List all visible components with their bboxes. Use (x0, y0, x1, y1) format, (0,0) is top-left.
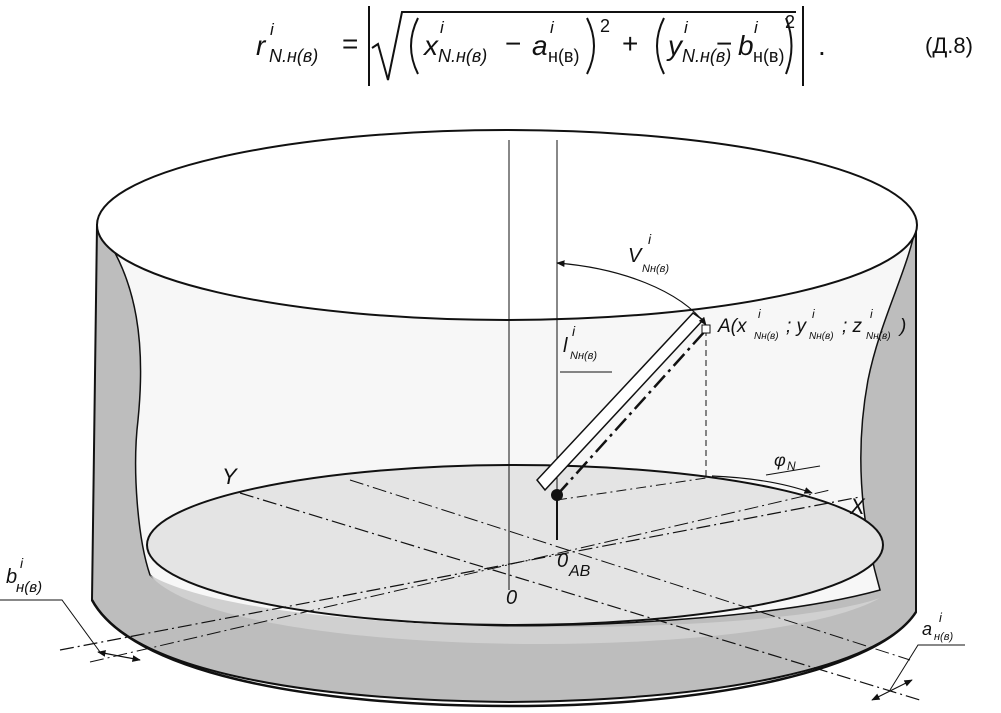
phi-leader (765, 465, 821, 476)
formula-y-sup: i (684, 18, 689, 37)
label-b-base: b (6, 566, 17, 588)
beam-axis (556, 329, 707, 496)
formula-a-sub: н(в) (548, 46, 580, 66)
tank-bottom-edge (90, 599, 918, 708)
y-axis-line (239, 492, 921, 701)
label-y-axis: Y (222, 464, 238, 489)
formula-y-sub: N.н(в) (682, 46, 731, 66)
formula-power-2: 2 (785, 12, 795, 32)
labels: Y X 0 0 AB V i Nн(в) l i Nн(в) φ N A(x i… (6, 231, 953, 643)
formula-number: (Д.8) (925, 33, 973, 58)
label-phi-base: φ (774, 450, 786, 470)
formula-a-base: a (532, 30, 548, 61)
sensor-point (551, 489, 563, 501)
label-point-a-sep-1: ; y (786, 316, 808, 337)
formula-y-base: y (666, 30, 684, 61)
label-origin: 0 (506, 587, 517, 609)
tank-top-rim (96, 129, 918, 321)
formula-b-sub: н(в) (753, 46, 785, 66)
construction-lines (59, 140, 921, 701)
label-a-base: a (922, 619, 932, 639)
formula-lhs-sup: i (270, 20, 275, 39)
y-prime-axis (349, 479, 911, 661)
label-point-a-sup-2: i (812, 307, 815, 321)
label-x-axis: X (849, 494, 866, 519)
b-leader (0, 599, 101, 653)
formula-b-base: b (738, 30, 754, 61)
label-a-sub: н(в) (934, 631, 953, 643)
point-a-marker (701, 324, 711, 334)
label-b-sup: i (20, 555, 24, 571)
tank (90, 129, 918, 708)
label-point-a-sub-1: Nн(в) (754, 331, 779, 342)
formula: r i N.н(в) = x i N.н(в) − a i н(в) 2 + y… (256, 6, 973, 86)
paren-open-2 (656, 17, 665, 75)
floor-shadow (150, 575, 880, 644)
a-dimension (871, 644, 965, 701)
label-point-a-end: ) (898, 316, 906, 337)
a-leader (889, 644, 965, 691)
x-prime-axis (89, 489, 831, 663)
formula-x-base: x (422, 30, 439, 61)
label-l-base: l (563, 335, 568, 357)
b-dimension (0, 599, 141, 662)
radical-sign (371, 11, 796, 81)
label-point-a-sup-3: i (870, 307, 873, 321)
label-a-sup: i (939, 610, 943, 625)
label-v-sup: i (648, 231, 652, 247)
label-point-a-sub-2: Nн(в) (809, 331, 834, 342)
label-point-a-sup-1: i (758, 307, 761, 321)
formula-x-sub: N.н(в) (438, 46, 487, 66)
label-oab-base: 0 (557, 550, 568, 572)
label-v-sub: Nн(в) (642, 263, 669, 275)
label-v-base: V (628, 245, 643, 267)
formula-lhs-base: r (256, 30, 267, 61)
formula-plus: + (622, 28, 638, 59)
formula-equals: = (342, 28, 358, 59)
formula-minus-1: − (505, 28, 521, 59)
label-oab-sub: AB (568, 563, 591, 580)
label-point-a-prefix: A(x (717, 316, 748, 337)
b-dim-arrows (97, 650, 141, 662)
formula-x-sup: i (440, 18, 445, 37)
paren-close-2 (785, 17, 793, 75)
label-b-sub: н(в) (16, 579, 42, 596)
label-l-sup: i (572, 323, 576, 339)
x-axis-line (59, 496, 861, 651)
paren-close-1 (586, 17, 595, 75)
label-point-a-sub-3: Nн(в) (866, 331, 891, 342)
formula-a-sup: i (550, 18, 555, 37)
angle-v-arc (556, 260, 707, 326)
formula-lhs-sub: N.н(в) (269, 46, 318, 66)
formula-period: . (818, 30, 826, 61)
a-dim-arrows (871, 679, 913, 701)
label-point-a-sep-2: ; z (842, 316, 863, 337)
paren-open-1 (410, 17, 419, 75)
label-phi-sub: N (787, 459, 796, 473)
floor-projection-line (556, 477, 707, 501)
formula-minus-2: − (716, 28, 732, 59)
formula-power-1: 2 (600, 16, 610, 36)
tank-floor (146, 464, 884, 626)
angle-phi-arc (711, 475, 813, 494)
label-l-sub: Nн(в) (570, 350, 597, 362)
formula-b-sup: i (754, 18, 759, 37)
